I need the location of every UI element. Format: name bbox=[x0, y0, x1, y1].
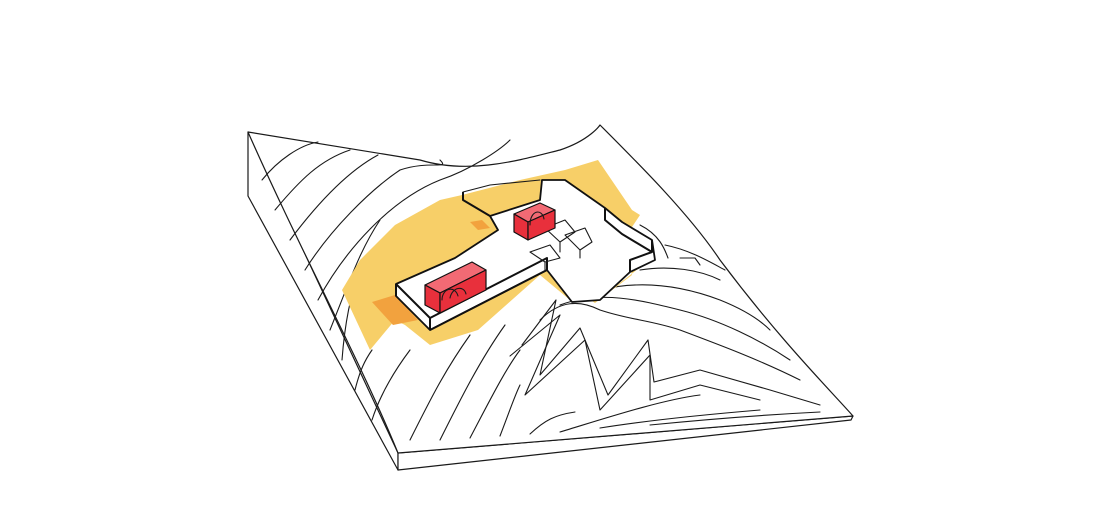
red-volume bbox=[424, 261, 487, 314]
red-volume bbox=[513, 202, 556, 241]
contour-lines bbox=[261, 139, 821, 441]
inner-courtyard-cutouts bbox=[529, 219, 593, 271]
